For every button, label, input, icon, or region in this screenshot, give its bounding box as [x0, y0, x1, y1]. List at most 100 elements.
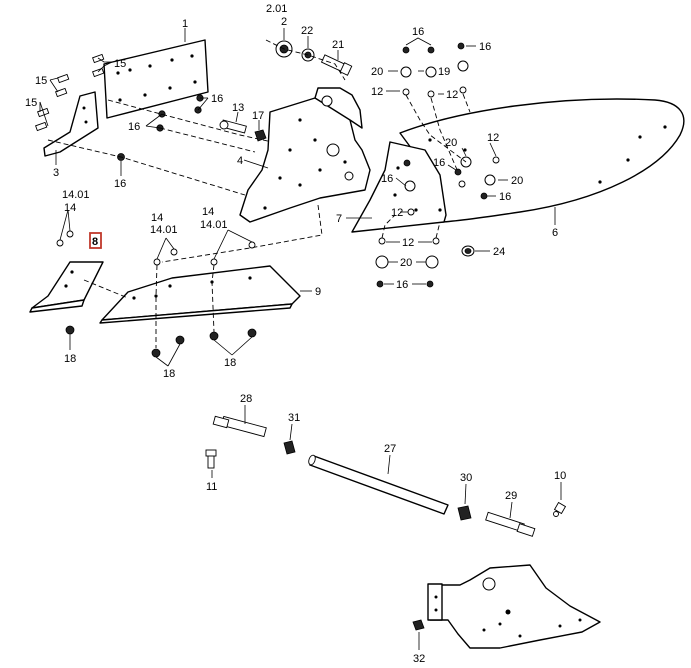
- callout-16-i[interactable]: 16: [396, 279, 408, 291]
- callout-21[interactable]: 21: [332, 39, 344, 51]
- leader-18c: [213, 339, 233, 356]
- part-27-tube[interactable]: [307, 454, 449, 515]
- callout-18-c[interactable]: 18: [224, 357, 236, 369]
- callout-24[interactable]: 24: [493, 246, 505, 258]
- callout-14-b[interactable]: 14: [151, 212, 163, 224]
- leader-14b2: [165, 237, 175, 250]
- callout-22[interactable]: 22: [301, 25, 313, 37]
- callout-12-c[interactable]: 12: [487, 132, 499, 144]
- highlight-box-8: [89, 232, 102, 249]
- leader-14a: [59, 209, 69, 241]
- callout-9[interactable]: 9: [315, 286, 321, 298]
- callout-7[interactable]: 7: [336, 213, 342, 225]
- callout-12-d[interactable]: 12: [391, 207, 403, 219]
- fasteners-top-right[interactable]: [400, 42, 469, 98]
- fasteners-lower-right[interactable]: [375, 237, 475, 288]
- leader-14c: [213, 229, 229, 260]
- callout-10[interactable]: 10: [554, 470, 566, 482]
- callout-6[interactable]: 6: [552, 227, 558, 239]
- callout-13[interactable]: 13: [232, 102, 244, 114]
- callout-8[interactable]: 8: [92, 236, 98, 248]
- share-point-bolts[interactable]: [56, 230, 75, 335]
- leader-31: [289, 423, 293, 441]
- callout-15-b[interactable]: 15: [35, 75, 47, 87]
- callout-20-d[interactable]: 20: [400, 257, 412, 269]
- callout-16-h[interactable]: 16: [381, 173, 393, 185]
- leader-15a: [97, 57, 112, 63]
- callout-16-g[interactable]: 16: [433, 157, 445, 169]
- leader-14b: [156, 237, 167, 260]
- share-bolts[interactable]: [151, 241, 257, 358]
- callout-14-01-a[interactable]: 14.01: [62, 189, 90, 201]
- callout-4[interactable]: 4: [237, 155, 243, 167]
- leader-15c2: [39, 101, 49, 127]
- leader-30: [464, 483, 467, 505]
- part-1-plate[interactable]: [103, 39, 209, 119]
- callout-20-b[interactable]: 20: [445, 137, 457, 149]
- callout-31[interactable]: 31: [288, 412, 300, 424]
- alignment-dash-3: [159, 127, 256, 153]
- callout-15-c[interactable]: 15: [25, 97, 37, 109]
- callout-3[interactable]: 3: [53, 167, 59, 179]
- callout-12-b[interactable]: 12: [446, 89, 458, 101]
- part-13-bolt[interactable]: [219, 119, 247, 134]
- callout-19[interactable]: 19: [438, 66, 450, 78]
- callout-12-a[interactable]: 12: [371, 86, 383, 98]
- callout-2-01[interactable]: 2.01: [266, 3, 287, 15]
- callout-1[interactable]: 1: [182, 18, 188, 30]
- callout-16-b[interactable]: 16: [479, 41, 491, 53]
- leader-15b2: [49, 79, 59, 93]
- alignment-dash-6: [462, 93, 471, 113]
- leader-15b: [49, 77, 59, 81]
- callout-16-d[interactable]: 16: [128, 121, 140, 133]
- callout-16-e[interactable]: 16: [114, 178, 126, 190]
- part-31-nut[interactable]: [283, 440, 296, 455]
- leader-13: [235, 111, 239, 123]
- part-11-bolt[interactable]: [205, 449, 217, 469]
- callout-29[interactable]: 29: [505, 490, 517, 502]
- fasteners-center-right[interactable]: [403, 156, 500, 216]
- part-lower-frog-body[interactable]: [427, 564, 601, 649]
- callout-14-01-c[interactable]: 14.01: [200, 219, 228, 231]
- callout-30[interactable]: 30: [460, 472, 472, 484]
- callout-32[interactable]: 32: [413, 653, 425, 665]
- part-29-rod-end[interactable]: [485, 511, 536, 537]
- leader-20b: [461, 147, 467, 157]
- part-28-rod-end[interactable]: [212, 415, 267, 438]
- part-7-shin[interactable]: [351, 141, 447, 233]
- part-17-nut[interactable]: [254, 129, 267, 142]
- callout-15-a[interactable]: 15: [114, 58, 126, 70]
- callout-14-c[interactable]: 14: [202, 206, 214, 218]
- callout-16-c[interactable]: 16: [211, 93, 223, 105]
- leader-15a2: [97, 61, 113, 73]
- callout-16-a[interactable]: 16: [412, 26, 424, 38]
- callout-14-a[interactable]: 14: [64, 202, 76, 214]
- callout-28[interactable]: 28: [240, 393, 252, 405]
- callout-2[interactable]: 2: [281, 16, 287, 28]
- leader-16a: [405, 37, 432, 46]
- part-6-mouldboard[interactable]: [399, 98, 685, 223]
- callout-labels: 1 2.01 2 22 21 16 16 19 20 12 12 15 15 1…: [25, 3, 566, 665]
- callout-17[interactable]: 17: [252, 110, 264, 122]
- part-21-pin[interactable]: [320, 54, 353, 76]
- callout-14-01-b[interactable]: 14.01: [150, 224, 178, 236]
- leader-16d: [145, 125, 161, 129]
- callout-18-b[interactable]: 18: [163, 368, 175, 380]
- callout-16-f[interactable]: 16: [499, 191, 511, 203]
- part-4-frog[interactable]: [239, 87, 371, 223]
- callout-20-a[interactable]: 20: [371, 66, 383, 78]
- callout-20-c[interactable]: 20: [511, 175, 523, 187]
- part-30-nut[interactable]: [457, 505, 472, 521]
- callout-11[interactable]: 11: [206, 481, 217, 493]
- callout-12-e[interactable]: 12: [402, 237, 414, 249]
- callout-27[interactable]: 27: [384, 443, 396, 455]
- callout-18-a[interactable]: 18: [64, 353, 76, 365]
- part-9-share[interactable]: [99, 265, 301, 324]
- part-3-bracket[interactable]: [43, 91, 99, 157]
- part-32-nut[interactable]: [412, 619, 425, 631]
- part-8-share-point[interactable]: [29, 261, 104, 313]
- leader-18c2: [231, 336, 253, 356]
- alignment-dash-1: [47, 139, 246, 196]
- part-10-grease-nipple[interactable]: [553, 501, 567, 517]
